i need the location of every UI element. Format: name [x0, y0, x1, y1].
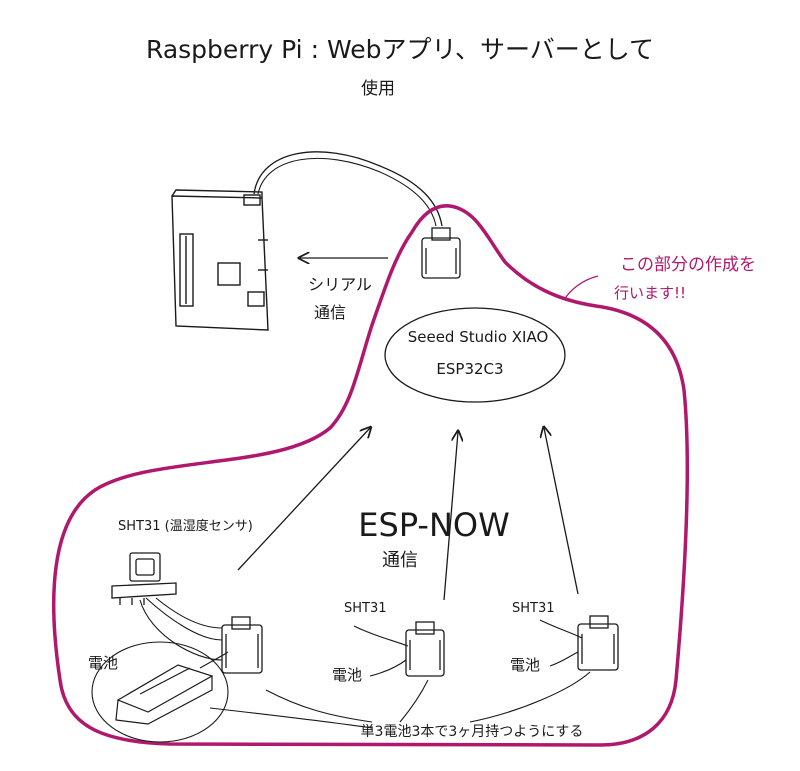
- xiao-ellipse: [384, 307, 566, 403]
- usb-cable: [253, 151, 443, 227]
- title-line2: 使用: [361, 78, 395, 99]
- battery-label-right: 電池: [510, 656, 540, 674]
- xiao-label-line1: Seeed Studio XIAO: [408, 328, 549, 346]
- battery-label-left: 電池: [88, 654, 118, 672]
- serial-label-line1: シリアル: [308, 275, 372, 294]
- espnow-arrow-left: [237, 428, 370, 571]
- xiao-board-right: [577, 615, 619, 671]
- xiao-board-left: [221, 616, 263, 674]
- sht31-main-label: SHT31 (温湿度センサ): [118, 518, 253, 534]
- battery-label-mid: 電池: [332, 666, 362, 684]
- raspberry-pi-board: [171, 189, 269, 331]
- xiao-board-main: [421, 227, 461, 279]
- sht31-mid-label: SHT31: [344, 601, 387, 616]
- scope-boundary: [51, 204, 690, 747]
- sensor-wires-left: [139, 597, 223, 661]
- espnow-arrow-mid: [443, 432, 458, 601]
- note-line1: この部分の作成を: [620, 255, 756, 275]
- battery-ellipse: [91, 641, 229, 743]
- sht31-right-label: SHT31: [512, 601, 555, 616]
- espnow-arrow-right: [544, 428, 579, 595]
- note-line2: 行います!!: [614, 284, 686, 302]
- note-pointer: [563, 275, 599, 301]
- battery-note: 単3電池3本で3ヶ月持つようにする: [361, 724, 584, 740]
- title-line1: Raspberry Pi : Webアプリ、サーバーとして: [146, 35, 654, 64]
- xiao-label-line2: ESP32C3: [436, 360, 503, 378]
- battery-note-leaders: [209, 671, 591, 729]
- serial-label-line2: 通信: [314, 303, 346, 322]
- espnow-label-line1: ESP-NOW: [358, 506, 509, 544]
- espnow-label-line2: 通信: [382, 550, 418, 571]
- sht31-sensor-left: [111, 552, 177, 605]
- battery-pack: [115, 664, 214, 725]
- xiao-board-mid: [405, 621, 445, 677]
